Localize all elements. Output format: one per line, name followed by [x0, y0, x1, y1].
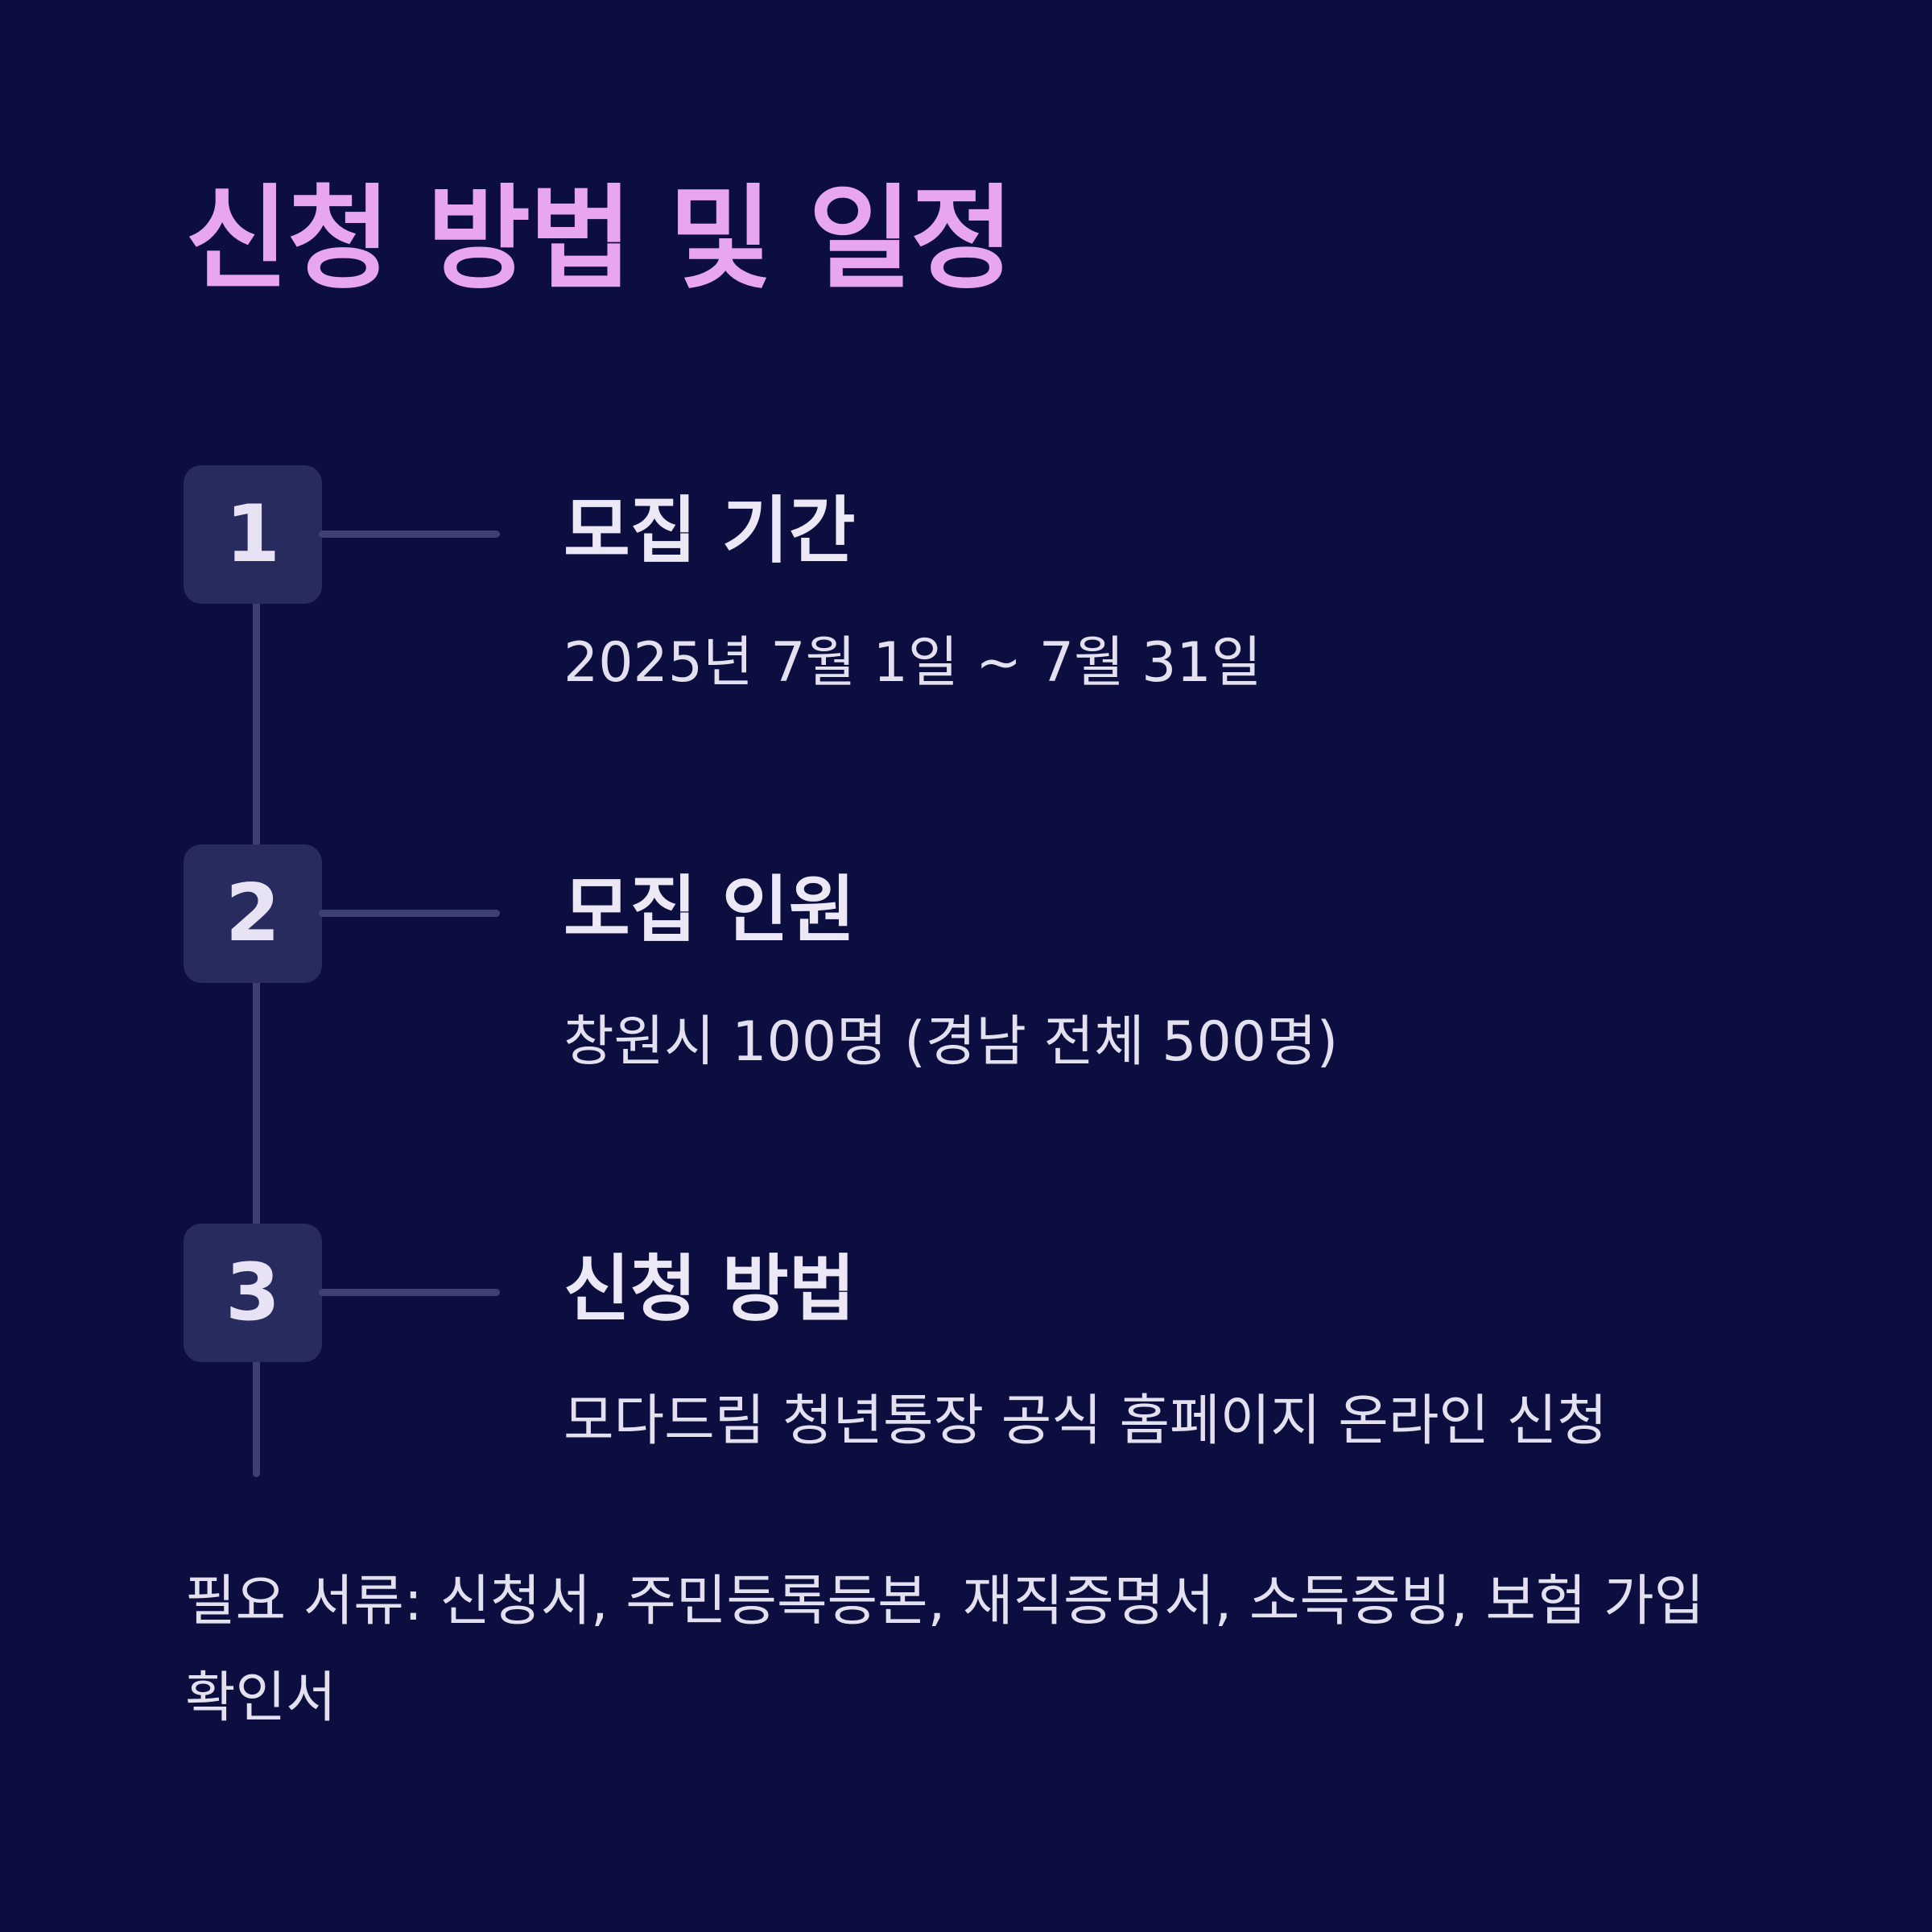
step-connector-line: [319, 910, 500, 917]
page-title: 신청 방법 및 일정: [185, 174, 1014, 305]
step-recruitment-count: 2 모집 인원 창원시 100명 (경남 전체 500명): [0, 844, 1932, 1134]
required-documents-note: 필요 서류: 신청서, 주민등록등본, 재직증명서, 소득증빙, 보험 가입 확…: [185, 1570, 1705, 1731]
step-number-badge: 3: [184, 1224, 322, 1362]
step-connector-line: [319, 530, 500, 538]
step-connector-line: [319, 1289, 500, 1296]
step-heading: 신청 방법: [564, 1247, 856, 1331]
step-application-method: 3 신청 방법 모다드림 청년통장 공식 홈페이지 온라인 신청: [0, 1224, 1932, 1513]
step-description: 모다드림 청년통장 공식 홈페이지 온라인 신청: [564, 1389, 1608, 1453]
timeline-line: [253, 564, 260, 1477]
step-recruitment-period: 1 모집 기간 2025년 7월 1일 ~ 7월 31일: [0, 465, 1932, 755]
step-heading: 모집 기간: [564, 489, 856, 573]
step-number-badge: 2: [184, 844, 322, 983]
step-heading: 모집 인원: [564, 868, 856, 952]
step-number-badge: 1: [184, 465, 322, 604]
step-description: 창원시 100명 (경남 전체 500명): [564, 1010, 1339, 1074]
step-description: 2025년 7월 1일 ~ 7월 31일: [564, 631, 1262, 695]
